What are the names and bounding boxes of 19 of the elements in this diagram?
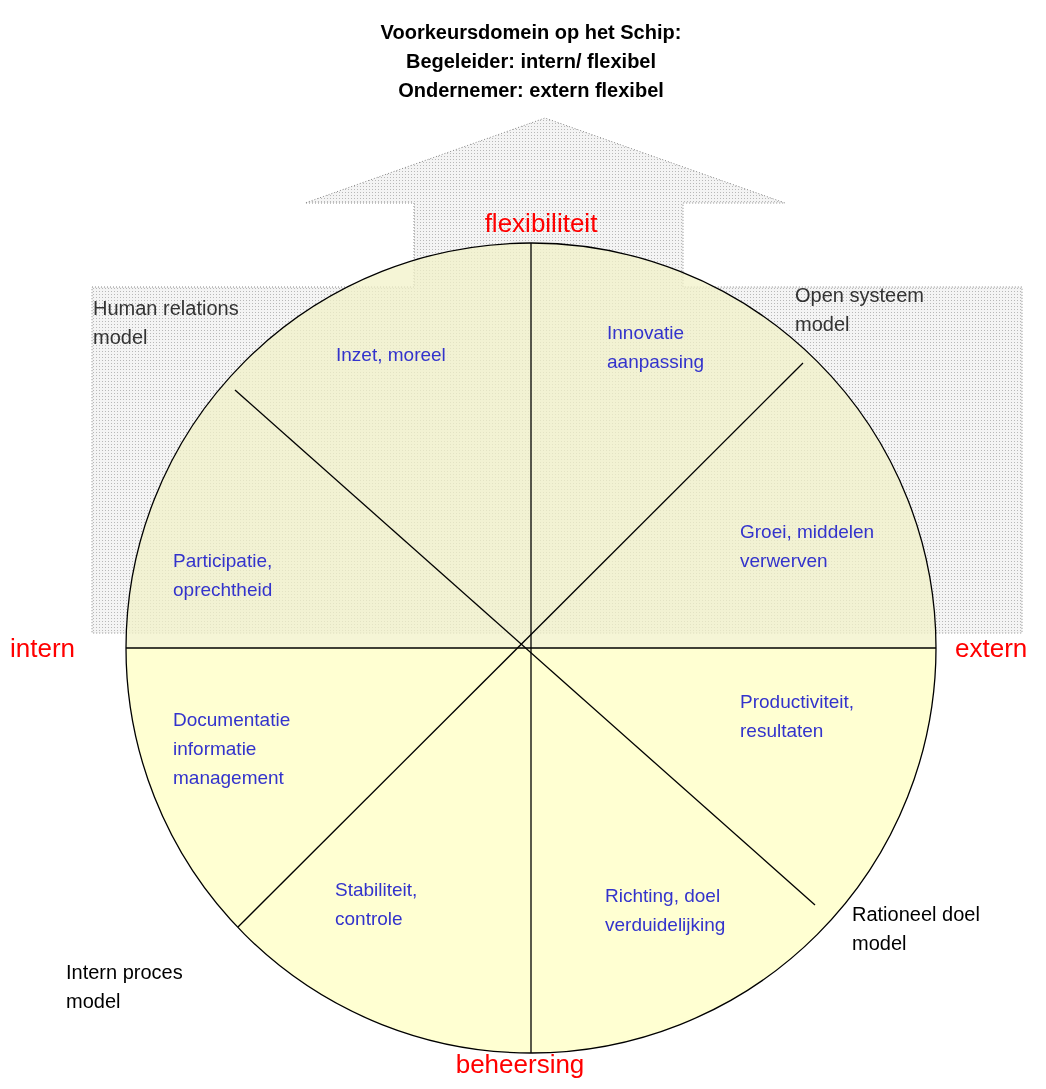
value-label: Groei, middelen verwerven	[740, 520, 876, 573]
model-label: Intern proces model	[66, 960, 184, 1014]
value-label: Participatie, oprechtheid	[173, 549, 274, 602]
title-line: Begeleider: intern/ flexibel	[404, 49, 658, 74]
title: Voorkeursdomein op het Schip:	[379, 20, 683, 45]
axis-label: flexibiliteit	[483, 207, 599, 239]
axis-label: beheersing	[454, 1048, 586, 1080]
title-line: Ondernemer: extern flexibel	[397, 78, 665, 103]
value-label: Inzet, moreel	[336, 343, 447, 367]
value-label: Productiviteit, resultaten	[740, 690, 856, 743]
model-label: Human relations model	[93, 296, 240, 350]
value-label: Richting, doel verduidelijking	[605, 884, 727, 937]
axis-label: extern	[955, 632, 1029, 664]
value-label: Stabiliteit, controle	[335, 878, 419, 931]
value-label: Documentatie informatie management	[173, 708, 292, 790]
value-label: Innovatie aanpassing	[607, 321, 706, 374]
axis-label: intern	[10, 632, 77, 664]
model-label: Rationeel doel model	[852, 902, 981, 956]
model-label: Open systeem model	[795, 283, 925, 337]
